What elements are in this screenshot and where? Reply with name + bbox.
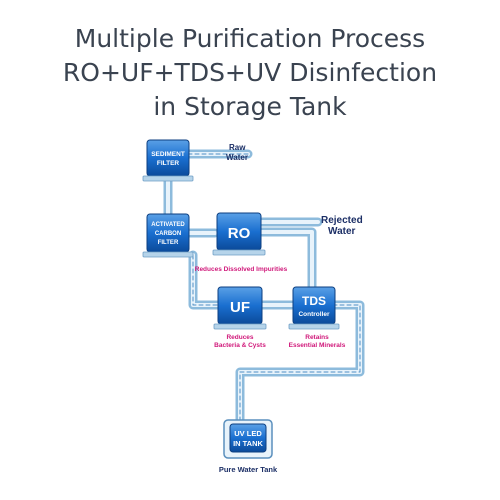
title-line-3: in Storage Tank (153, 92, 347, 121)
sediment-filter-node: SEDIMENT FILTER (142, 139, 194, 182)
rejected-water-label-2: Water (328, 226, 356, 237)
uv-label-2: IN TANK (233, 439, 263, 448)
title-line-2: RO+UF+TDS+UV Disinfection (62, 58, 438, 87)
uf-node: UF (213, 286, 267, 330)
carbon-filter-node: ACTIVATED CARBON FILTER (142, 213, 194, 258)
ro-label: RO (228, 225, 251, 242)
tds-caption-1: Retains (305, 334, 329, 341)
sediment-label-2: FILTER (157, 160, 180, 167)
rejected-water-label-1: Rejected (321, 215, 363, 226)
uv-tank-node: UV LED IN TANK (223, 419, 273, 459)
uf-caption-2: Bacteria & Cysts (214, 342, 266, 349)
uf-label: UF (230, 299, 250, 316)
carbon-label-1: ACTIVATED (151, 222, 185, 228)
carbon-label-2: CARBON (155, 231, 181, 237)
tds-caption-2: Essential Minerals (289, 342, 346, 349)
uv-label-1: UV LED (234, 429, 262, 438)
tds-label-2: Controller (298, 311, 330, 318)
pipes (163, 149, 365, 427)
title-line-1: Multiple Purification Process (74, 24, 426, 53)
raw-water-label-1: Raw (229, 143, 246, 152)
sediment-label-1: SEDIMENT (151, 151, 185, 158)
tank-caption: Pure Water Tank (219, 465, 278, 474)
ro-caption: Reduces Dissolved Impurities (195, 266, 288, 273)
uf-caption-1: Reduces (226, 334, 253, 341)
raw-water-label-2: Water (226, 153, 248, 162)
ro-node: RO (212, 212, 266, 256)
carbon-label-3: FILTER (158, 240, 179, 246)
tds-label-1: TDS (302, 294, 326, 308)
tds-node: TDS Controller (288, 286, 340, 330)
